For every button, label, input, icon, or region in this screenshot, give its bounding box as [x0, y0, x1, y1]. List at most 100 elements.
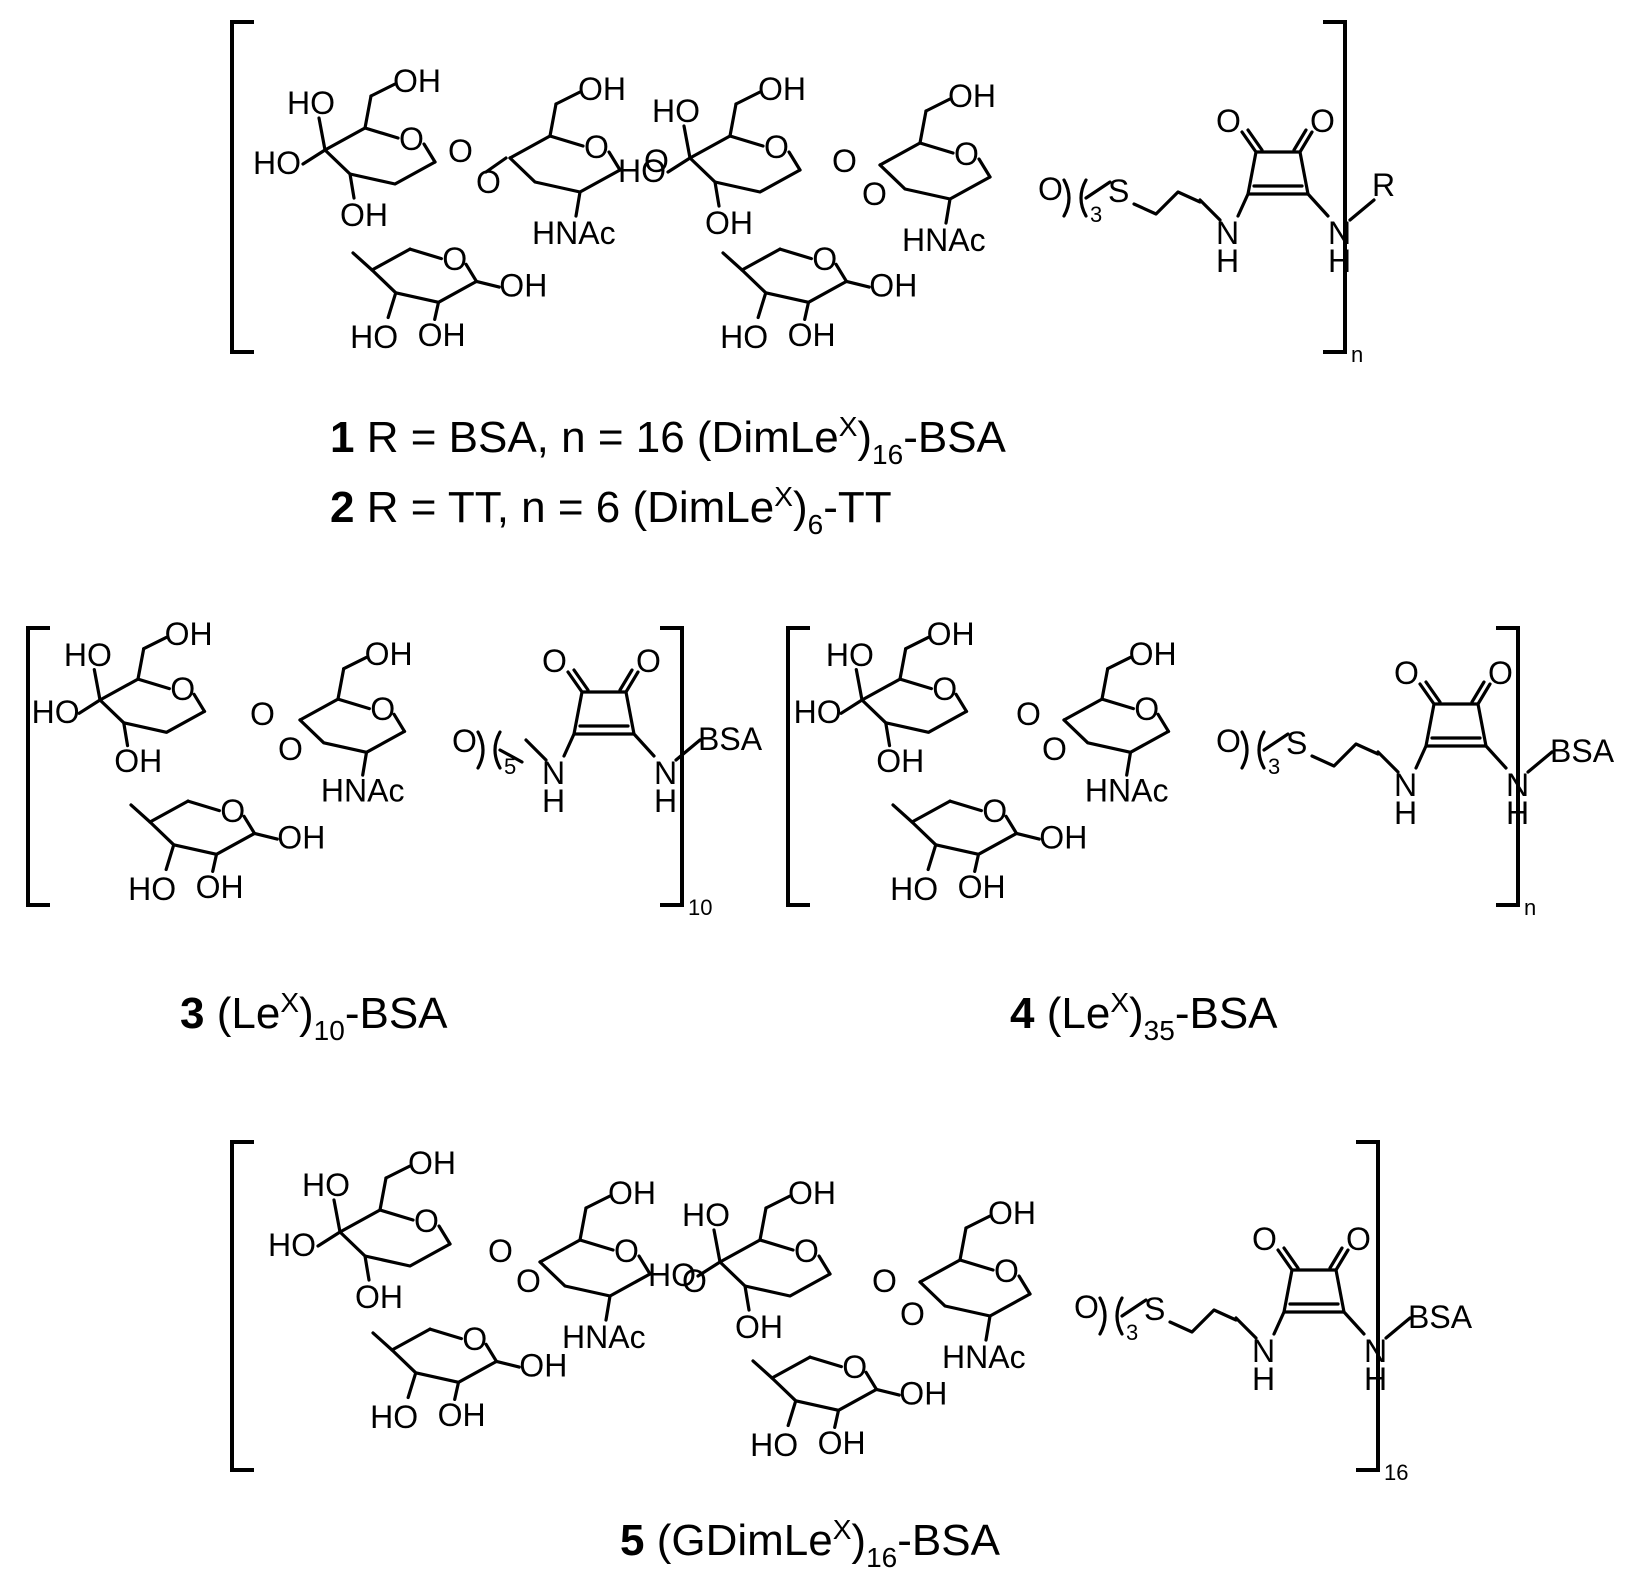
- bond: [734, 90, 762, 106]
- caption-superscript: X: [839, 411, 858, 442]
- bond: [948, 799, 983, 813]
- carbonyl-oxygen-label: O: [1252, 1221, 1277, 1257]
- bond: [632, 732, 656, 758]
- caption-text: -BSA: [1175, 989, 1278, 1038]
- bond: [964, 1214, 992, 1230]
- hydroxyl-label: OH: [876, 743, 924, 779]
- ring-oxygen-label: O: [812, 241, 837, 277]
- caption-subscript: 35: [1144, 1015, 1175, 1046]
- bond: [371, 1331, 394, 1352]
- bond: [378, 1208, 415, 1222]
- bond: [363, 1254, 371, 1282]
- sugar-ring: O: [323, 121, 437, 186]
- paren-right: [1115, 1296, 1124, 1336]
- glycosidic-oxygen-label: O: [448, 133, 473, 169]
- caption-compound-5: 5 (GDimLeX)16-BSA: [620, 1514, 1001, 1573]
- bond: [1240, 130, 1258, 154]
- bond: [548, 102, 558, 138]
- bond: [926, 843, 938, 872]
- caption-text: (GDimLe: [644, 1516, 832, 1565]
- acetamido-label: HNAc: [532, 215, 616, 251]
- caption-subscript: 16: [866, 1542, 897, 1573]
- hydroxyl-label: HO: [648, 1257, 696, 1293]
- hydroxyl-label: HO: [350, 319, 398, 355]
- bond: [369, 82, 397, 98]
- bond: [682, 124, 692, 160]
- repeat-subscript: n: [1524, 895, 1536, 920]
- bond: [136, 677, 171, 691]
- hydroxyl-label: HO: [268, 1227, 316, 1263]
- caption-text: R = TT, n = 6 (DimLe: [354, 483, 774, 532]
- hydroxyl-label: OH: [899, 1376, 947, 1412]
- bond: [756, 291, 768, 320]
- bond: [721, 251, 744, 272]
- ring-oxygen-label: O: [370, 691, 395, 727]
- sugar-ring: O: [860, 671, 969, 734]
- amine-hydrogen-label: H: [542, 783, 565, 819]
- repeat-subscript: n: [1351, 342, 1363, 367]
- bond: [839, 698, 864, 715]
- repeat-bracket: 16: [230, 1140, 1408, 1485]
- hydroxyl-label: HO: [618, 153, 666, 189]
- bond: [740, 247, 782, 272]
- paren-left: [1062, 178, 1071, 218]
- bond: [1014, 831, 1041, 841]
- bond: [1306, 192, 1330, 218]
- caption-superscript: X: [1110, 987, 1129, 1018]
- bond: [1246, 128, 1264, 152]
- bond: [1246, 150, 1310, 196]
- bond: [1132, 190, 1202, 216]
- bond: [336, 667, 346, 701]
- bond: [834, 262, 849, 283]
- bsa-label: BSA: [1550, 733, 1615, 769]
- hydroxyl-label: HO: [890, 871, 938, 907]
- hydroxyl-label: OH: [499, 268, 547, 304]
- bond: [136, 647, 146, 681]
- bond: [1276, 1248, 1294, 1272]
- amine-nitrogen-label: N: [1506, 767, 1529, 803]
- bond: [252, 831, 279, 841]
- paren-right: [1079, 178, 1088, 218]
- bond: [1100, 697, 1135, 711]
- glycosidic-oxygen-label: O: [832, 143, 857, 179]
- hydroxyl-label: HO: [794, 694, 842, 730]
- ring-oxygen-label: O: [842, 1349, 867, 1385]
- caption-text: ): [851, 1516, 866, 1565]
- right-bracket: [1323, 20, 1347, 354]
- ring-oxygen-label: O: [442, 241, 467, 277]
- caption-subscript: 10: [314, 1015, 345, 1046]
- bond: [718, 1238, 762, 1264]
- ring-oxygen-label: O: [614, 1233, 639, 1269]
- alkyl-linker: O5: [452, 723, 524, 779]
- bond: [562, 732, 576, 758]
- bond: [148, 820, 257, 856]
- bond: [554, 90, 582, 106]
- left-bracket: [230, 1140, 254, 1472]
- bond: [924, 97, 952, 113]
- bond: [384, 1164, 412, 1180]
- right-bracket: [660, 626, 684, 907]
- glycosidic-oxygen-label: O: [476, 164, 501, 200]
- hydroxyl-label: OH: [788, 1175, 836, 1211]
- bond: [770, 1355, 812, 1380]
- bond: [1424, 680, 1442, 704]
- bond: [148, 799, 190, 824]
- thioether-linker: O3S: [1074, 1289, 1238, 1345]
- bond: [77, 698, 102, 715]
- anomeric-oxygen-label: O: [1074, 1289, 1099, 1325]
- right-bracket: [1356, 1140, 1380, 1472]
- hydroxyl-label: HO: [32, 694, 80, 730]
- hydroxyl-label: OH: [735, 1309, 783, 1345]
- bond: [408, 247, 443, 261]
- hydroxyl-label: OH: [340, 197, 388, 233]
- bond: [524, 738, 548, 762]
